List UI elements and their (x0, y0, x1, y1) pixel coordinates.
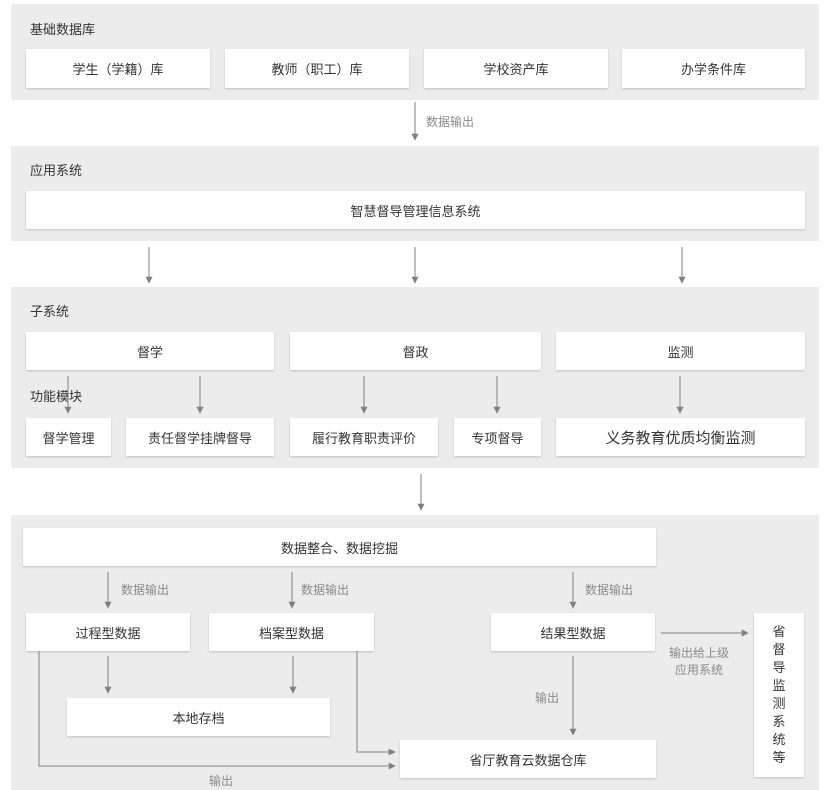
database-item-conditions: 办学条件库 (622, 49, 805, 88)
smart-supervision-system: 智慧督导管理信息系统 (26, 191, 805, 229)
category-monitoring: 监测 (556, 332, 805, 370)
provincial-supervision-system: 省督导监测系统等 (754, 613, 804, 777)
module-school-supervision-management: 督学管理 (26, 418, 111, 456)
database-item-teacher: 教师（职工）库 (225, 49, 409, 88)
module-title: 功能模块 (30, 389, 83, 404)
bottom-output-label: 输出 (209, 774, 234, 788)
category-supervise-schools: 督学 (26, 332, 274, 370)
data-output-label: 数据输出 (426, 115, 475, 129)
provincial-data-warehouse: 省厅教育云数据仓库 (400, 740, 656, 778)
database-item-student: 学生（学籍）库 (26, 49, 210, 88)
module-special-supervision: 专项督导 (454, 418, 541, 456)
archive-output-label: 数据输出 (301, 583, 350, 597)
archive-data-box: 档案型数据 (209, 613, 374, 651)
category-supervise-government: 督政 (290, 332, 541, 370)
module-responsible-supervisor: 责任督学挂牌督导 (126, 418, 274, 456)
database-item-assets: 学校资产库 (424, 49, 608, 88)
local-archive-box: 本地存档 (67, 698, 330, 736)
result-data-box: 结果型数据 (491, 613, 655, 651)
application-title: 应用系统 (30, 163, 83, 178)
process-data-box: 过程型数据 (26, 613, 190, 651)
provincial-system-label: 省督导监测系统等 (772, 624, 786, 765)
result-output-label: 数据输出 (585, 583, 634, 597)
process-output-label: 数据输出 (121, 583, 170, 597)
module-education-duty-evaluation: 履行教育职责评价 (290, 418, 438, 456)
upper-output-label: 输出给上级 应用系统 (669, 646, 730, 677)
result-to-warehouse-label: 输出 (535, 691, 560, 705)
subsystem-title: 子系统 (30, 304, 70, 319)
module-balanced-education-monitoring: 义务教育优质均衡监测 (556, 418, 805, 456)
data-integration-mining: 数据整合、数据挖掘 (23, 528, 656, 566)
database-title: 基础数据库 (30, 22, 96, 37)
